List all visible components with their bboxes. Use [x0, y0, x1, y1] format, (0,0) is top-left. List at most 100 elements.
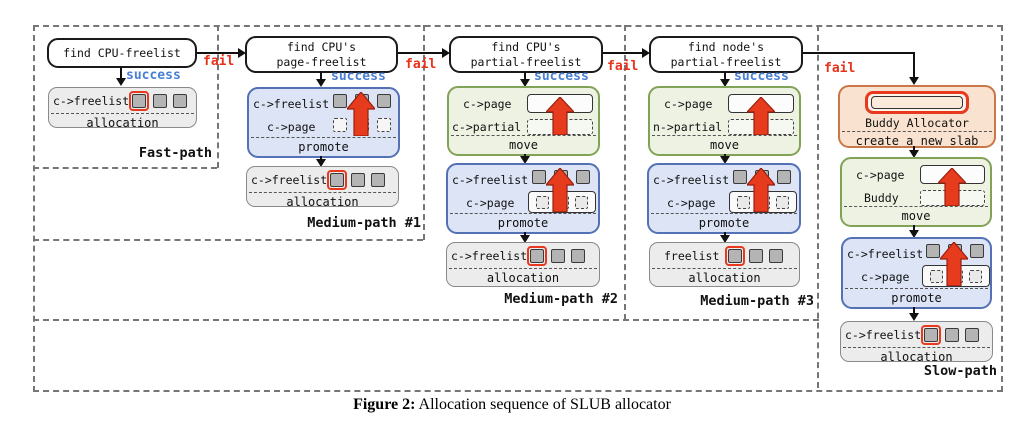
allocated-object-frame [129, 91, 150, 111]
success-arrow-line [320, 72, 322, 80]
freelist-row: freelist [650, 243, 799, 268]
connector-line [913, 225, 915, 231]
allocated-object-frame [327, 170, 348, 190]
fail-connector-line [398, 52, 443, 54]
object-square [926, 244, 940, 258]
find-box-text: find CPU-freelist [63, 45, 181, 60]
list-label: c->page [856, 168, 905, 182]
medium1-allocation-box: c->freelist allocation [246, 166, 399, 209]
fast-path-bottom-border [33, 167, 217, 169]
success-arrow-line [724, 72, 726, 80]
object-square [173, 94, 188, 108]
object-square [532, 170, 546, 184]
success-arrow-line [120, 67, 122, 79]
find-box-text: find node's [687, 39, 765, 54]
ghost-object-square [575, 195, 589, 209]
medium2-move-box: c->page c->partial move [447, 86, 600, 156]
slow-path-label: Slow-path [923, 363, 997, 379]
find-box-text: partial-freelist [470, 54, 582, 69]
connector-line [320, 156, 322, 161]
dashed-divider [842, 131, 992, 132]
object-square [965, 328, 980, 342]
move-rows: c->page c->partial [449, 88, 598, 135]
medium1-bottom-border [33, 239, 423, 241]
figure-caption-text: Allocation sequence of SLUB allocator [415, 396, 671, 413]
object-square [377, 94, 391, 108]
object-square [571, 249, 586, 263]
figure-caption-number: Figure 2: [353, 396, 416, 413]
fail-connector-line [197, 52, 239, 54]
list-label: c->freelist [452, 173, 529, 187]
action-label: move [710, 138, 739, 152]
list-label: c->freelist [451, 249, 528, 263]
find-box-text: find CPU's [491, 39, 561, 54]
dashed-divider [652, 135, 797, 136]
ghost-object-square [776, 195, 790, 209]
promote-arrow-icon [747, 168, 775, 212]
find-cpu-page-freelist-box: find CPU's page-freelist [245, 36, 398, 73]
action-label: move [509, 138, 538, 152]
object-square [924, 328, 939, 342]
success-label: success [734, 69, 789, 84]
allocated-object-frame [725, 246, 746, 266]
list-label: c->page [664, 97, 713, 111]
arrowhead-down-icon [316, 159, 326, 167]
list-label: c->page [466, 196, 515, 210]
move-rows: c->page Buddy [842, 159, 990, 206]
promote-rows: c->freelist c->page [843, 239, 990, 288]
arrowhead-down-icon [720, 156, 730, 164]
success-label: success [126, 68, 181, 83]
success-label: success [534, 69, 589, 84]
fast-allocation-box: c->freelist allocation [48, 87, 197, 130]
new-slab-rect [871, 96, 963, 109]
medium2-path-label: Medium-path #2 [504, 291, 618, 307]
allocated-object-frame [527, 246, 548, 266]
object-square [351, 173, 366, 187]
object-square [551, 249, 566, 263]
fail-label: fail [203, 54, 235, 69]
move-rows: c->page n->partial [650, 88, 799, 135]
list-label: c->page [667, 196, 716, 210]
medium2-right-border [624, 25, 626, 320]
action-label: allocation [486, 271, 560, 285]
fast-path-label: Fast-path [138, 145, 212, 161]
arrowhead-down-icon [909, 77, 919, 85]
slow-promote-box: c->freelist c->page promote [841, 237, 992, 309]
medium3-move-box: c->page n->partial move [648, 86, 801, 156]
connector-line [524, 232, 526, 237]
move-arrow-icon [546, 97, 574, 135]
promote-rows: c->freelist c->page [649, 165, 799, 213]
fast-path-right-border [217, 25, 219, 168]
outer-region-border [33, 25, 1003, 392]
fail-connector-line [803, 52, 915, 54]
object-square [777, 170, 791, 184]
medium23-bottom-border [33, 319, 819, 321]
connector-line [724, 232, 726, 237]
arrowhead-down-icon [316, 79, 326, 87]
fail-connector-line [603, 52, 643, 54]
new-slab-frame [865, 91, 969, 114]
object-square [330, 173, 345, 187]
dashed-divider [451, 135, 596, 136]
medium1-path-label: Medium-path #1 [307, 215, 421, 231]
arrowhead-down-icon [909, 150, 919, 158]
medium3-allocation-box: freelist allocation [649, 242, 800, 287]
action-label: promote [298, 140, 349, 154]
dashed-divider [51, 113, 194, 114]
dashed-divider [652, 268, 797, 269]
list-label: c->freelist [253, 97, 330, 111]
dashed-divider [844, 206, 988, 207]
action-label: allocation [86, 116, 159, 130]
find-box-text: partial-freelist [670, 54, 782, 69]
promote-arrow-icon [940, 242, 968, 286]
object-square [970, 244, 984, 258]
freelist-row: c->freelist [247, 167, 398, 192]
move-arrow-icon [938, 168, 966, 206]
allocated-object-frame [921, 325, 942, 345]
object-square [371, 173, 386, 187]
list-label: c->freelist [653, 173, 730, 187]
medium3-promote-box: c->freelist c->page promote [647, 163, 801, 234]
list-label: c->page [267, 120, 316, 134]
list-label: c->partial [452, 120, 522, 134]
find-node-partial-freelist-box: find node's partial-freelist [649, 36, 803, 73]
